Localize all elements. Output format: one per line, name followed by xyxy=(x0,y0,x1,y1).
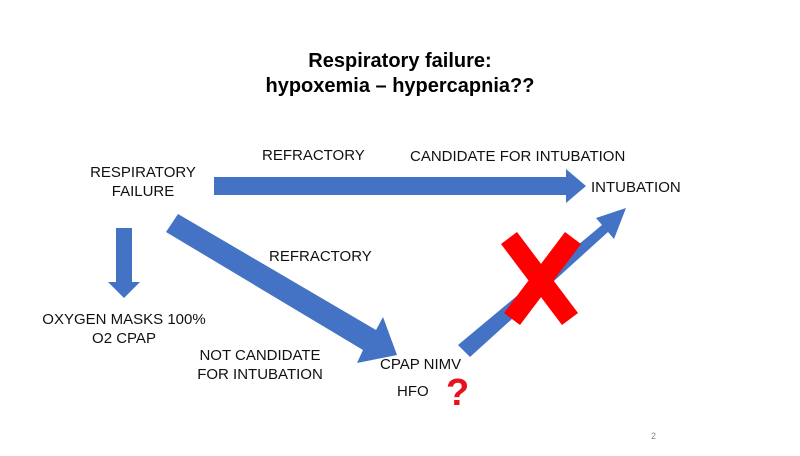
question-mark-icon: ? xyxy=(446,372,470,414)
slide-title-line1: Respiratory failure: xyxy=(308,50,492,72)
node-hfo: HFO xyxy=(397,383,429,400)
slide-title-line2: hypoxemia – hypercapnia?? xyxy=(265,75,535,97)
edge-label-not-candidate-line1: NOT CANDIDATE xyxy=(199,347,321,364)
arrow-to-cpap xyxy=(166,214,397,363)
page-number: 2 xyxy=(651,431,657,441)
red-x-icon xyxy=(501,232,581,325)
node-oxygen-line1: OXYGEN MASKS 100% xyxy=(42,311,206,328)
edge-label-not-candidate: NOT CANDIDATE FOR INTUBATION xyxy=(180,346,340,384)
node-cpap-nimv: CPAP NIMV xyxy=(380,356,462,373)
node-respiratory-failure-line1: RESPIRATORY xyxy=(90,164,196,181)
node-intubation: INTUBATION xyxy=(591,179,681,196)
edge-label-refractory-diag: REFRACTORY xyxy=(269,248,372,265)
edge-label-not-candidate-line2: FOR INTUBATION xyxy=(197,366,323,383)
node-oxygen-line2: O2 CPAP xyxy=(92,330,156,347)
edge-label-refractory-top: REFRACTORY xyxy=(262,147,365,164)
arrow-to-intubation xyxy=(214,169,586,203)
node-oxygen-masks: OXYGEN MASKS 100% O2 CPAP xyxy=(20,310,228,348)
node-respiratory-failure: RESPIRATORY FAILURE xyxy=(78,163,208,201)
arrow-to-oxygen xyxy=(108,228,140,298)
node-respiratory-failure-line2: FAILURE xyxy=(111,183,175,200)
edge-label-candidate: CANDIDATE FOR INTUBATION xyxy=(410,148,626,165)
